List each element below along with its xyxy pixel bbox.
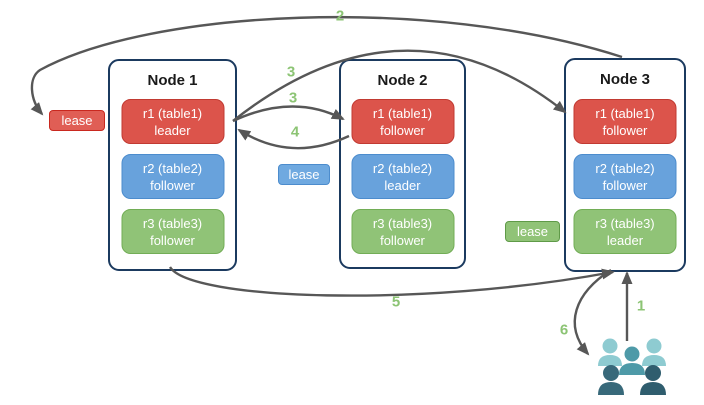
- arrow-step-5: [168, 266, 615, 297]
- step-label-3-node3: 3: [286, 63, 296, 81]
- lease-tag-r2: lease: [278, 164, 330, 185]
- replica-name: r2 (table2): [372, 161, 433, 176]
- step-label-4: 4: [290, 123, 300, 141]
- node-1-replica-r3: r3 (table3) follower: [121, 209, 224, 254]
- node-3-replica-r2: r2 (table2) follower: [573, 154, 677, 199]
- replica-role: follower: [150, 178, 195, 193]
- users-group-icon: [598, 338, 666, 395]
- replica-role: follower: [150, 233, 195, 248]
- lease-tag-r3: lease: [505, 221, 560, 242]
- user-back-right: [642, 338, 666, 366]
- node-1-title: Node 1: [147, 72, 198, 89]
- replica-role: follower: [380, 233, 425, 248]
- replica-name: r1 (table1): [595, 106, 655, 121]
- replica-name: r1 (table1): [142, 106, 203, 121]
- node-3-replica-r1: r1 (table1) follower: [573, 99, 677, 144]
- node-3-title: Node 3: [599, 71, 650, 88]
- replica-role: follower: [380, 123, 425, 138]
- replica-name: r1 (table1): [372, 106, 433, 121]
- node-3-replica-r3: r3 (table3) leader: [573, 209, 677, 254]
- node-2-title: Node 2: [377, 72, 428, 89]
- node-3-panel: Node 3 r1 (table1) follower r2 (table2) …: [564, 58, 686, 272]
- node-2-replica-r1: r1 (table1) follower: [351, 99, 454, 144]
- replica-role: leader: [606, 233, 644, 248]
- replica-role: leader: [384, 178, 421, 193]
- arrow-step-3-to-node2: [232, 105, 345, 123]
- lease-tag-r1: lease: [49, 110, 105, 131]
- replica-name: r2 (table2): [142, 161, 203, 176]
- user-back-left: [598, 338, 622, 366]
- replica-role: leader: [154, 123, 191, 138]
- step-label-3-node2: 3: [288, 89, 298, 107]
- user-front-right: [640, 365, 666, 395]
- replica-name: r3 (table3): [142, 216, 203, 231]
- user-center: [619, 346, 645, 375]
- step-label-2: 2: [335, 7, 345, 25]
- node-2-panel: Node 2 r1 (table1) follower r2 (table2) …: [339, 59, 466, 269]
- replica-name: r2 (table2): [595, 161, 655, 176]
- replica-name: r3 (table3): [595, 216, 655, 231]
- replica-role: follower: [602, 123, 648, 138]
- node-2-replica-r2: r2 (table2) leader: [351, 154, 454, 199]
- replica-name: r3 (table3): [372, 216, 433, 231]
- node-1-replica-r2: r2 (table2) follower: [121, 154, 224, 199]
- step-label-6: 6: [559, 321, 569, 339]
- node-1-panel: Node 1 r1 (table1) leader r2 (table2) fo…: [108, 59, 237, 271]
- node-2-replica-r3: r3 (table3) follower: [351, 209, 454, 254]
- node-1-replica-r1: r1 (table1) leader: [121, 99, 224, 144]
- replica-role: follower: [602, 178, 648, 193]
- user-front-left: [598, 365, 624, 395]
- step-label-5: 5: [391, 293, 401, 311]
- step-label-1: 1: [636, 297, 646, 315]
